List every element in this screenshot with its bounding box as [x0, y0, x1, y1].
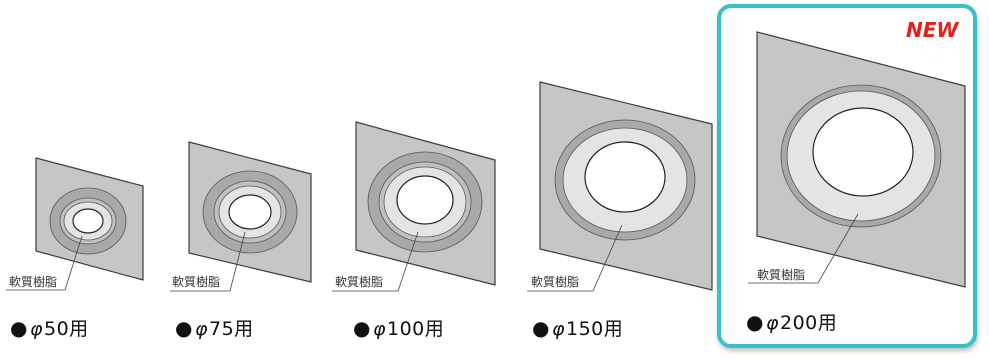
material-label: 軟質樹脂 [757, 268, 806, 282]
new-badge: NEW [906, 18, 959, 42]
material-label: 軟質樹脂 [531, 275, 580, 289]
size-label-phi150: ●φ150用 [532, 316, 624, 340]
bullet-icon: ● [532, 316, 550, 340]
bullet-icon: ● [175, 316, 193, 340]
bullet-icon: ● [746, 310, 764, 334]
size-label-phi200: ●φ200用 [746, 310, 838, 334]
size-label-phi75: ●φ75用 [175, 316, 254, 340]
size-label-phi50: ●φ50用 [10, 316, 89, 340]
material-label: 軟質樹脂 [172, 275, 221, 289]
new-product-frame [717, 4, 977, 348]
material-label: 軟質樹脂 [9, 275, 58, 289]
bullet-icon: ● [353, 316, 371, 340]
material-label: 軟質樹脂 [335, 275, 384, 289]
bullet-icon: ● [10, 316, 28, 340]
size-label-phi100: ●φ100用 [353, 316, 445, 340]
